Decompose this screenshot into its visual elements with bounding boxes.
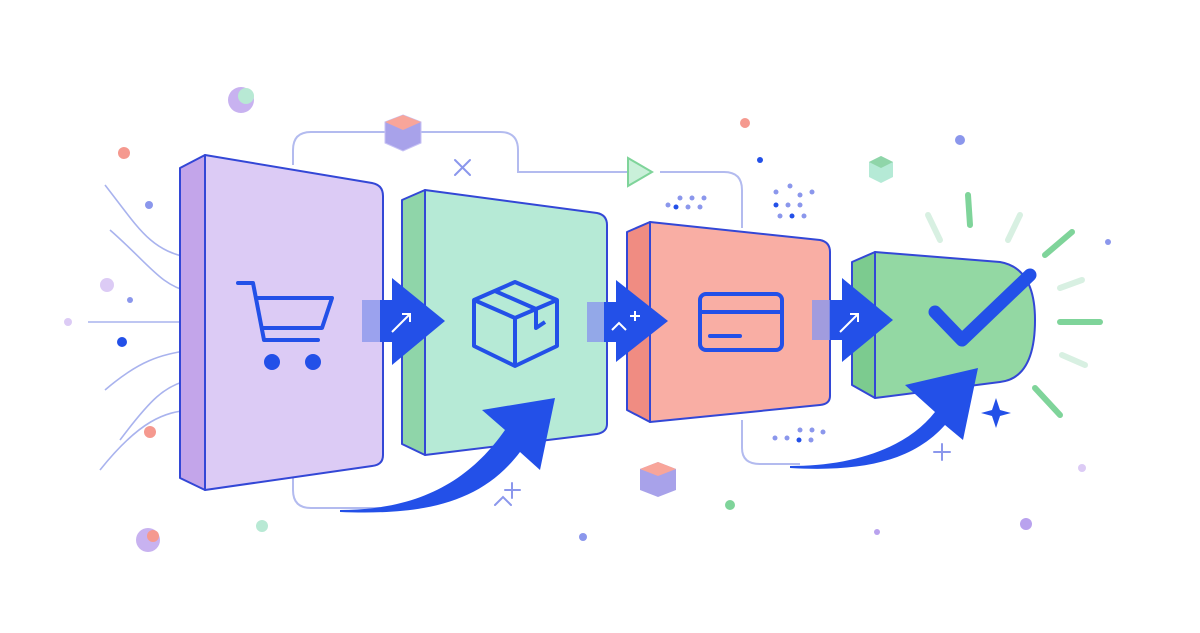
decorative-dots (64, 87, 1111, 552)
input-wires (88, 184, 191, 471)
package-box-icon (472, 280, 559, 368)
arrow-1 (362, 278, 445, 365)
shopping-cart-icon (236, 281, 334, 370)
connector-lines (292, 131, 800, 509)
growth-arrow-1 (340, 398, 555, 513)
arrow-2 (587, 280, 668, 362)
growth-arrow-2 (790, 368, 978, 469)
star-sparkle-icon (981, 398, 1011, 428)
stage-cart-panel (179, 154, 384, 491)
play-triangle-icon (627, 156, 654, 188)
success-rays (925, 192, 1103, 418)
plus-cross-marks (454, 159, 951, 506)
cube-decoration (384, 114, 893, 497)
credit-card-icon (698, 292, 784, 352)
arrow-3 (812, 278, 893, 362)
flow-arrows (362, 278, 893, 365)
checkmark-icon (928, 268, 1037, 347)
dot-grid-decoration (665, 183, 826, 443)
